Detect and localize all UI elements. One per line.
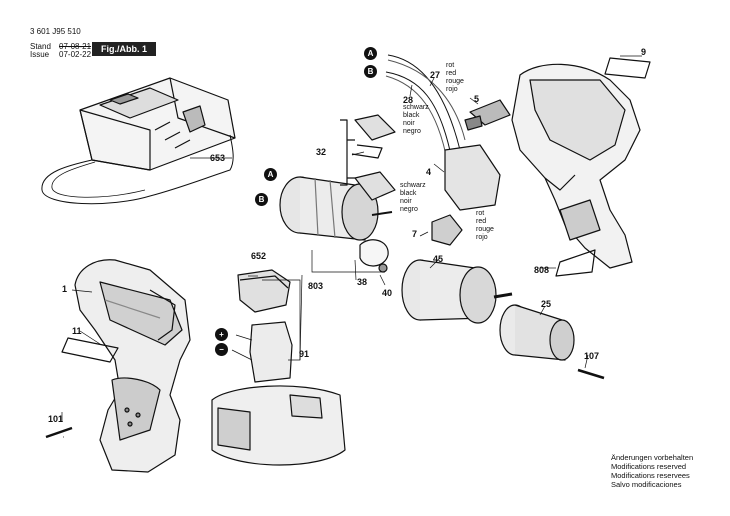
chuck-drawing: [499, 304, 575, 361]
wire-color-red-de: rot: [476, 210, 485, 217]
wire-color-black-fr: noir: [400, 198, 412, 205]
part-label-803: 803: [308, 281, 324, 291]
part-label-32: 32: [316, 147, 327, 157]
part-label-808: 808: [534, 265, 550, 275]
part-label-40: 40: [382, 288, 393, 298]
part-label-11: 11: [72, 326, 82, 336]
wires-drawing: [385, 54, 466, 166]
part-label-5: 5: [474, 94, 480, 104]
wire-color-black-es: negro: [400, 206, 418, 213]
part-label-91: 91: [299, 349, 310, 359]
notice-es: Salvo modificaciones: [611, 480, 682, 489]
label-9-drawing: [604, 57, 651, 79]
gearbox-drawing: [401, 259, 513, 324]
part-label-4: 4: [426, 167, 432, 177]
battery-drawing: [211, 321, 346, 466]
wire-colors-black-top: schwarz black noir negro: [403, 104, 429, 136]
ring-drawing: [359, 239, 389, 267]
battery-cap-drawing: [237, 269, 291, 313]
part-label-1: 1: [62, 284, 68, 294]
wire-color-black-en: black: [403, 112, 420, 119]
notice-fr: Modifications reservees: [611, 471, 690, 480]
part-label-101: 101: [48, 414, 64, 424]
part-label-45: 45: [433, 254, 444, 264]
wire-colors-black-mid: schwarz black noir negro: [400, 182, 426, 214]
screw-107-drawing: [577, 368, 605, 380]
wire-color-black-de: schwarz: [400, 182, 426, 189]
reverse-lever-drawing: [431, 214, 463, 246]
brush-plates-drawing: [351, 114, 396, 201]
part-label-107: 107: [584, 351, 600, 361]
wire-color-red-es: rojo: [476, 234, 488, 241]
part-label-9: 9: [641, 47, 647, 57]
marker-b-top: B: [364, 65, 377, 78]
part-label-28: 28: [403, 95, 414, 105]
issue-label: Issue: [30, 50, 50, 59]
label-808-drawing: [555, 249, 596, 277]
figure-label: Fig./Abb. 1: [92, 42, 156, 56]
bracket-32: [340, 119, 355, 186]
part-label-27: 27: [430, 70, 441, 80]
marker-plus: +: [215, 328, 228, 341]
housing-right-drawing: [511, 63, 641, 269]
part-label-652: 652: [251, 251, 267, 261]
part-label-38: 38: [357, 277, 368, 287]
part-label-653: 653: [210, 153, 226, 163]
wire-color-red-en: red: [446, 70, 457, 77]
wire-color-black-de: schwarz: [403, 104, 429, 111]
part-label-7: 7: [412, 229, 418, 239]
stand-date: 07-08-21: [59, 42, 92, 51]
motor-drawing: [279, 176, 393, 241]
marker-b-motor: B: [255, 193, 268, 206]
label-11-drawing: [61, 337, 119, 363]
marker-a-top: A: [364, 47, 377, 60]
part-number: 3 601 J95 510: [30, 27, 81, 36]
notice-en: Modifications reserved: [611, 462, 687, 471]
issue-date: 07-02-22: [59, 50, 92, 59]
modifications-notice: Änderungen vorbehalten Modifications res…: [611, 453, 693, 489]
wire-color-red-en: red: [476, 218, 487, 225]
wire-color-red-de: rot: [446, 62, 455, 69]
wire-color-red-fr: rouge: [446, 78, 464, 85]
part-label-25: 25: [541, 299, 552, 309]
wire-color-black-en: black: [400, 190, 417, 197]
wire-color-black-es: negro: [403, 128, 421, 135]
wire-colors-red-top: rot red rouge rojo: [446, 62, 464, 94]
marker-a-motor: A: [264, 168, 277, 181]
wire-colors-red-mid: rot red rouge rojo: [476, 210, 494, 242]
wire-color-red-fr: rouge: [476, 226, 494, 233]
marker-minus: −: [215, 343, 228, 356]
notice-de: Änderungen vorbehalten: [611, 453, 694, 462]
screw-101-drawing: [45, 426, 73, 439]
charger-drawing: [41, 77, 236, 205]
stand-label: Stand: [30, 42, 51, 51]
wire-color-black-fr: noir: [403, 120, 415, 127]
housing-left-drawing: [74, 259, 191, 473]
wire-color-red-es: rojo: [446, 86, 458, 93]
switch-drawing: [444, 99, 511, 211]
screw-40-drawing: [378, 263, 388, 273]
